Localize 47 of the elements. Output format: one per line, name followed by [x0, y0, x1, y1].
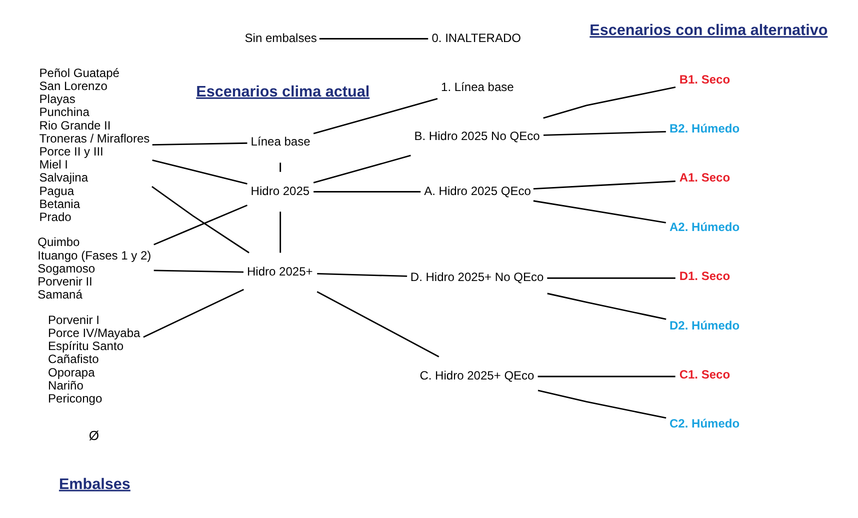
- label: Escenarios clima actual: [196, 83, 370, 100]
- connector: [316, 291, 440, 358]
- node-text: Peñol Guatapé San Lorenzo Playas Punchina Rio Grande II Troneras / Miraflores Porce II y III Miel I Salvajina Pagua Betania Prado: [39, 66, 150, 224]
- connector: [313, 98, 438, 134]
- connector: [152, 142, 248, 146]
- connector: [317, 272, 408, 277]
- node-text: A. Hidro 2025 QEco: [424, 184, 531, 198]
- node-text: B2. Húmedo: [669, 122, 740, 136]
- node-text: Quimbo Ituango (Fases 1 y 2) Sogamoso Porvenir II Samaná: [38, 235, 152, 302]
- node-text: C. Hidro 2025+ QEco: [420, 368, 534, 383]
- connector: [319, 38, 428, 40]
- node-text: A1. Seco: [679, 170, 730, 185]
- connector: [152, 186, 250, 254]
- connector: [280, 162, 282, 172]
- connector: [547, 277, 676, 279]
- node-text: C2. Húmedo: [669, 416, 740, 431]
- node-text: D2. Húmedo: [669, 318, 740, 332]
- connector: [280, 212, 282, 253]
- node-text: Hidro 2025+: [246, 264, 313, 279]
- node-text: A2. Húmedo: [669, 220, 740, 234]
- connector: [152, 159, 248, 184]
- node-text: Porvenir I Porce IV/Mayaba Espíritu Santo Cañafisto Oporapa Nariño Pericongo: [48, 312, 140, 406]
- node-text: Hidro 2025: [250, 184, 310, 198]
- label: Embalses: [58, 476, 130, 493]
- node-text: D. Hidro 2025+ No QEco: [410, 270, 544, 284]
- connector: [538, 390, 666, 419]
- connector: [547, 292, 666, 320]
- node-text: 0. INALTERADO: [432, 30, 521, 45]
- connector: [154, 204, 248, 246]
- node-text: C1. Seco: [679, 367, 730, 382]
- connector: [533, 180, 676, 190]
- connector: [314, 191, 421, 192]
- node-text: D1. Seco: [679, 269, 730, 284]
- connector: [543, 86, 676, 119]
- node-text: Sin embalses: [244, 30, 317, 45]
- connector: [143, 288, 244, 338]
- connector: [533, 200, 666, 224]
- node-text: B1. Seco: [679, 72, 730, 86]
- node-text: 1. Línea base: [441, 80, 514, 94]
- connector: [154, 270, 244, 273]
- label: Ø: [88, 428, 100, 444]
- connector: [543, 130, 666, 136]
- connector: [538, 376, 676, 378]
- label: Escenarios con clima alternativo: [590, 22, 828, 40]
- node-text: B. Hidro 2025 No QEco: [414, 129, 540, 144]
- connector: [313, 154, 411, 184]
- node-text: Línea base: [250, 134, 310, 149]
